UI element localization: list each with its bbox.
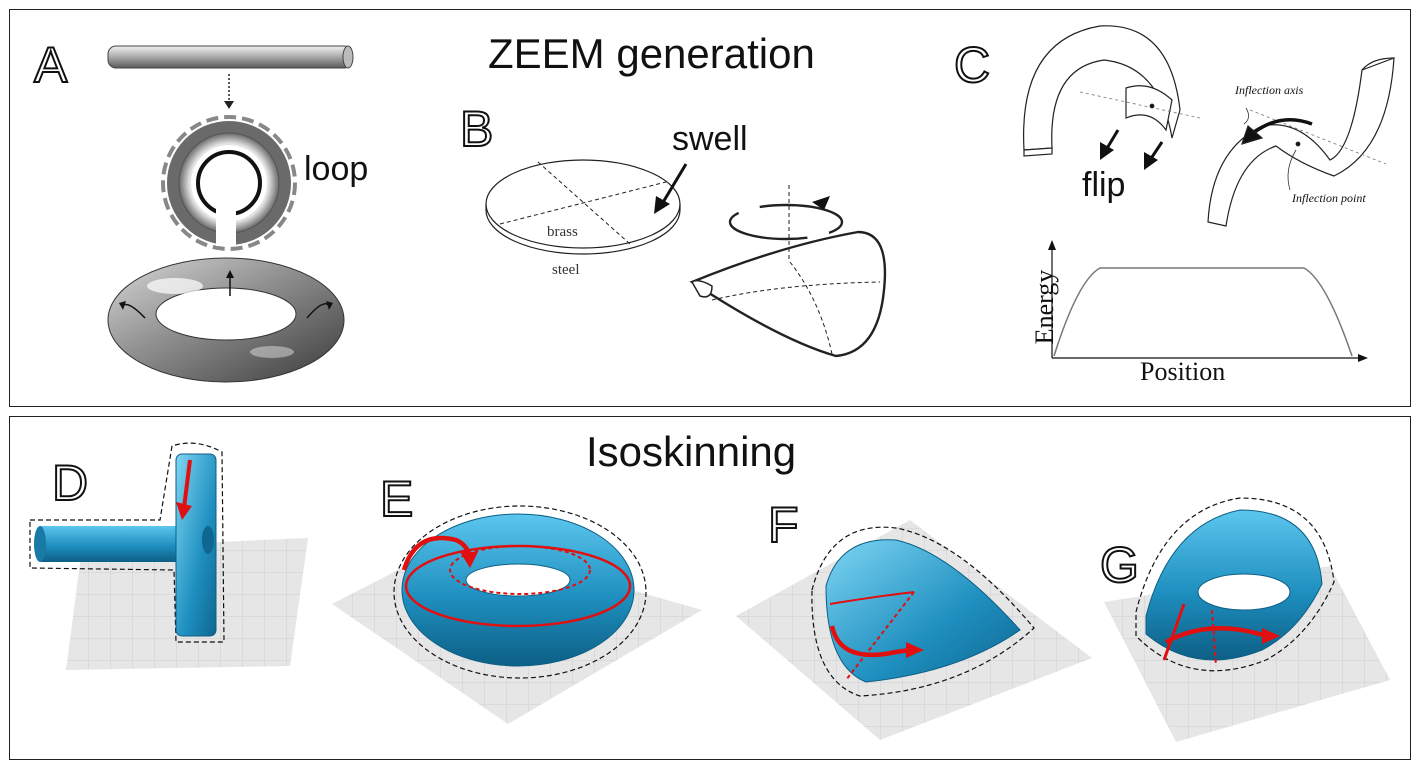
isoskinning-title: Isoskinning [586,428,797,475]
loop-ring [161,115,297,251]
loop-label: loop [304,150,369,188]
panel-d-shape [29,442,308,670]
energy-chart-xlabel: Position [1140,357,1226,386]
panel-e-letter: E [379,471,414,527]
bimetal-disk [485,159,681,255]
panel-b-letter: B [459,101,494,157]
flip-arrows [1100,129,1164,170]
flip-strip-left [1022,25,1201,157]
energy-chart [1048,240,1368,362]
flip-strip-right [1207,57,1395,227]
panel-g-shape [1104,497,1390,742]
steel-label: steel [552,262,580,278]
bent-disk [689,185,887,358]
brass-label: brass [547,224,578,240]
panel-d-letter: D [51,455,89,511]
panel-f-shape [736,520,1092,740]
straight-tube [107,45,354,69]
gray-torus [107,257,345,383]
swell-label: swell [672,120,748,158]
inflection-point-label: Inflection point [1292,191,1366,205]
flip-label: flip [1082,166,1126,204]
zeem-generation-title: ZEEM generation [488,30,815,77]
panel-e-shape [332,505,702,724]
panel-a-letter: A [33,37,68,93]
inflection-axis-label: Inflection axis [1235,83,1304,97]
panel-f-letter: F [767,497,800,553]
panel-g-letter: G [1099,537,1140,593]
panel-c-letter: C [953,37,991,93]
